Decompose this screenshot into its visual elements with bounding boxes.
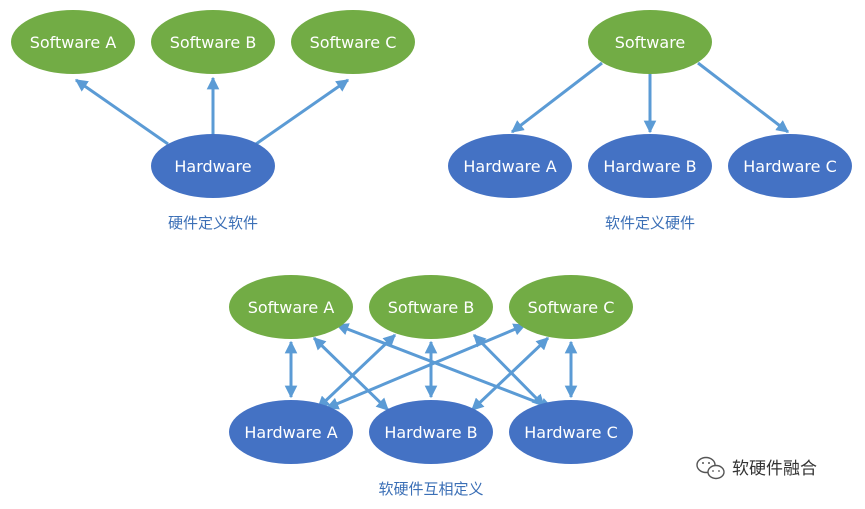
node-label: Software A [30,33,117,52]
diagram-software-defines-hardware: Software Hardware A Hardware B Hardware … [448,10,852,232]
node-label: Hardware B [603,157,696,176]
arrow-hardware-to-software-a [74,78,169,146]
arrows-d3 [284,323,578,412]
node-software: Software [588,10,712,74]
diagram-hardware-defines-software: Software A Software B Software C Hardwar… [11,10,415,232]
wechat-icon [696,456,725,480]
watermark: 软硬件融合 [696,456,817,480]
node-label: Hardware A [244,423,337,442]
node-label: Software C [528,298,615,317]
node-hardware-a: Hardware A [229,400,353,464]
caption-software-defines-hardware: 软件定义硬件 [605,214,695,232]
arrows-d1 [74,76,350,146]
node-label: Software [615,33,686,52]
arrow-hardware-to-software-c [255,78,350,146]
arrow-software-b-hardware-c [472,333,546,408]
node-label: Hardware C [743,157,837,176]
node-label: Software B [170,33,257,52]
node-software-a: Software A [229,275,353,339]
node-hardware-b: Hardware B [369,400,493,464]
node-label: Hardware [174,157,251,176]
node-hardware-a: Hardware A [448,134,572,198]
watermark-text: 软硬件融合 [732,459,817,479]
caption-mutual-definition: 软硬件互相定义 [378,480,483,498]
arrow-software-to-hardware-a [511,61,603,134]
node-software-b: Software B [151,10,275,74]
node-label: Hardware C [524,423,618,442]
node-hardware-c: Hardware C [728,134,852,198]
diagram-mutual-definition: Software A Software B Software C Hardwar… [229,275,633,498]
node-software-b: Software B [369,275,493,339]
node-label: Software A [248,298,335,317]
node-label: Hardware A [463,157,556,176]
caption-hardware-defines-software: 硬件定义软件 [168,214,258,232]
arrow-software-to-hardware-c [697,61,789,134]
node-hardware-c: Hardware C [509,400,633,464]
node-software-c: Software C [509,275,633,339]
node-software-c: Software C [291,10,415,74]
node-label: Hardware B [384,423,477,442]
node-hardware: Hardware [151,134,275,198]
arrow-software-c-hardware-b [470,336,550,412]
node-hardware-b: Hardware B [588,134,712,198]
node-label: Software B [388,298,475,317]
arrows-d2 [511,61,789,134]
node-label: Software C [310,33,397,52]
node-software-a: Software A [11,10,135,74]
